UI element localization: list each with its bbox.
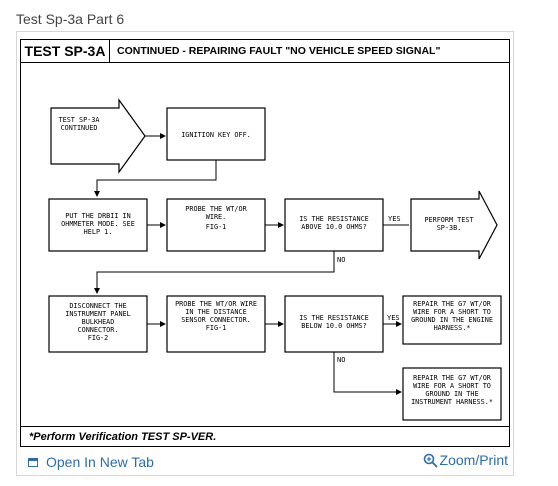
header-row: TEST SP-3A CONTINUED - REPAIRING FAULT "…: [21, 40, 509, 63]
decision2-yes-label: YES: [387, 314, 400, 322]
decision1-no-label: NO: [337, 256, 345, 264]
verification-note: *Perform Verification TEST SP-VER.: [29, 431, 217, 443]
footer-row: *Perform Verification TEST SP-VER.: [21, 426, 509, 447]
zoom-print-label: Zoom/Print: [439, 452, 508, 468]
decision2-box: [284, 295, 384, 353]
window-icon: [28, 457, 38, 467]
step-disconnect-box: [48, 295, 148, 353]
diagram-frame: TEST SP-3A CONTINUED - REPAIRING FAULT "…: [20, 39, 510, 447]
open-in-new-tab-link[interactable]: Open In New Tab: [28, 454, 154, 470]
decision2-no-label: NO: [337, 356, 345, 364]
page-title: Test Sp-3a Part 6: [16, 11, 125, 27]
step-probe1-box: [166, 198, 266, 252]
zoom-print-link[interactable]: Zoom/Print: [423, 452, 508, 468]
zoom-in-icon: [423, 453, 438, 468]
perform-node-shape: [410, 190, 498, 260]
step-probe2-box: [166, 295, 266, 353]
step-drbii-box: [48, 198, 148, 252]
step-ignition-text: IGNITION KEY OFF.: [181, 131, 251, 139]
decision1-yes-label: YES: [388, 215, 401, 223]
test-id: TEST SP-3A: [21, 40, 110, 62]
repair2-box: [402, 367, 502, 421]
start-node-shape: [50, 98, 146, 174]
repair1-box: [402, 295, 502, 345]
bottom-links: Open In New Tab Zoom/Print: [16, 450, 514, 476]
header-title: CONTINUED - REPAIRING FAULT "NO VEHICLE …: [117, 45, 441, 57]
open-in-new-tab-label: Open In New Tab: [46, 454, 154, 470]
